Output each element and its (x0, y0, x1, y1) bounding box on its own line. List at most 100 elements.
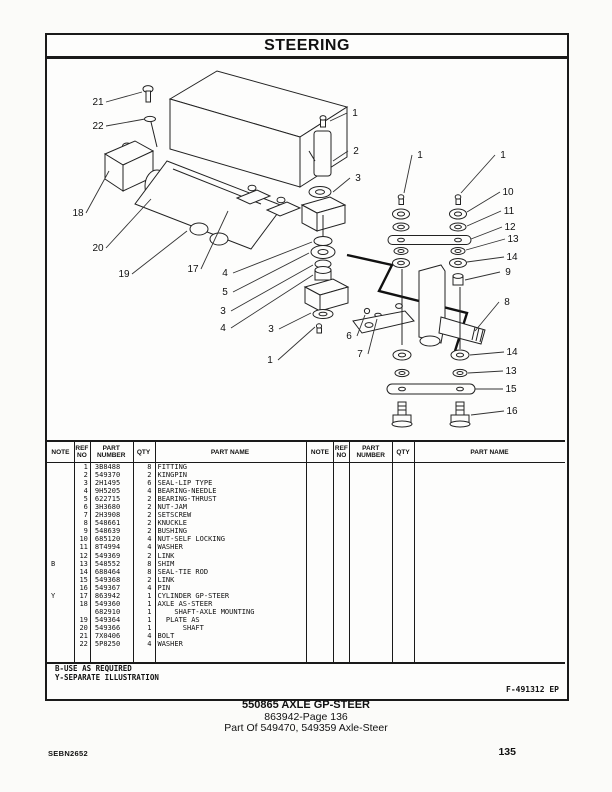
callout-number: 16 (506, 406, 518, 417)
callout-leader (105, 198, 152, 249)
callout-number: 9 (505, 267, 511, 278)
steering-arm (352, 303, 415, 334)
callout-leader (230, 274, 314, 329)
callout-number: 3 (220, 306, 226, 317)
callout-leader (466, 210, 502, 227)
shaft-17 (189, 222, 229, 246)
page-border-box: STEERING (45, 33, 569, 701)
callout-leader (200, 210, 229, 270)
mount-bracket (103, 140, 155, 192)
callout-number: 1 (352, 108, 358, 119)
callout-leader (329, 112, 348, 122)
callout-number: 14 (506, 347, 518, 358)
caption-page-ref: 863942-Page 136 (264, 710, 348, 723)
callout-leader (278, 312, 312, 330)
footnote-b: B-USE AS REQUIRED (55, 664, 132, 673)
callout-leader (105, 118, 146, 127)
col-note: NOTE (51, 448, 70, 456)
col-part-name: PART NAME (470, 448, 509, 456)
callout-leader (460, 154, 496, 194)
lower-hardware (386, 349, 476, 428)
callout-number: 18 (72, 208, 84, 219)
kingpin-hardware-stacks (387, 194, 472, 286)
knuckle (401, 264, 486, 349)
callout-number: 21 (92, 97, 104, 108)
page-caption: 550865 AXLE GP-STEER 863942-Page 136 Par… (0, 699, 612, 735)
section-line (346, 253, 469, 352)
callout-leader (85, 170, 110, 214)
callout-number: 17 (187, 264, 199, 275)
col-note: NOTE (310, 448, 329, 456)
callout-number: 10 (502, 187, 514, 198)
callout-leader (403, 154, 413, 194)
callout-leader (467, 370, 504, 374)
callout-number: 8 (504, 297, 510, 308)
col-qty: QTY (136, 448, 151, 456)
callout-leader (466, 191, 501, 213)
exploded-diagram-svg: 2122182019171234534316711101112131498141… (72, 70, 519, 428)
callout-number: 3 (268, 324, 274, 335)
callout-number: 5 (222, 287, 228, 298)
callout-number: 4 (220, 323, 226, 334)
callout-leader (470, 410, 505, 416)
callout-number: 20 (92, 243, 104, 254)
washer-22 (144, 115, 158, 148)
callout-number: 2 (353, 146, 359, 157)
callout-number: 13 (505, 366, 517, 377)
callout-number: 12 (504, 222, 516, 233)
callout-leader (367, 318, 378, 355)
col-qty: QTY (396, 448, 410, 456)
callout-number: 1 (417, 150, 423, 161)
caption-title: 550865 AXLE GP-STEER (242, 699, 370, 711)
footnote-y: Y-SEPARATE ILLUSTRATION (55, 673, 159, 682)
col-part-name: PART NAME (210, 448, 250, 456)
callout-leader (470, 226, 503, 240)
title-band: STEERING (47, 35, 567, 59)
callout-leader (469, 351, 505, 356)
setscrew-parts (363, 307, 382, 318)
callout-number: 11 (504, 206, 515, 217)
callout-leader (232, 252, 310, 293)
callout-number: 3 (355, 173, 361, 184)
callout-number: 7 (357, 349, 363, 360)
callout-number: 14 (506, 252, 518, 263)
page-title: STEERING (264, 36, 350, 54)
bolt-21 (142, 85, 154, 103)
callout-leader (131, 230, 188, 275)
page-number: 135 (498, 746, 516, 758)
callout-leader (332, 150, 349, 162)
callout-leader (332, 177, 351, 193)
callout-leader (105, 91, 143, 103)
clamp-blocks (235, 184, 302, 217)
